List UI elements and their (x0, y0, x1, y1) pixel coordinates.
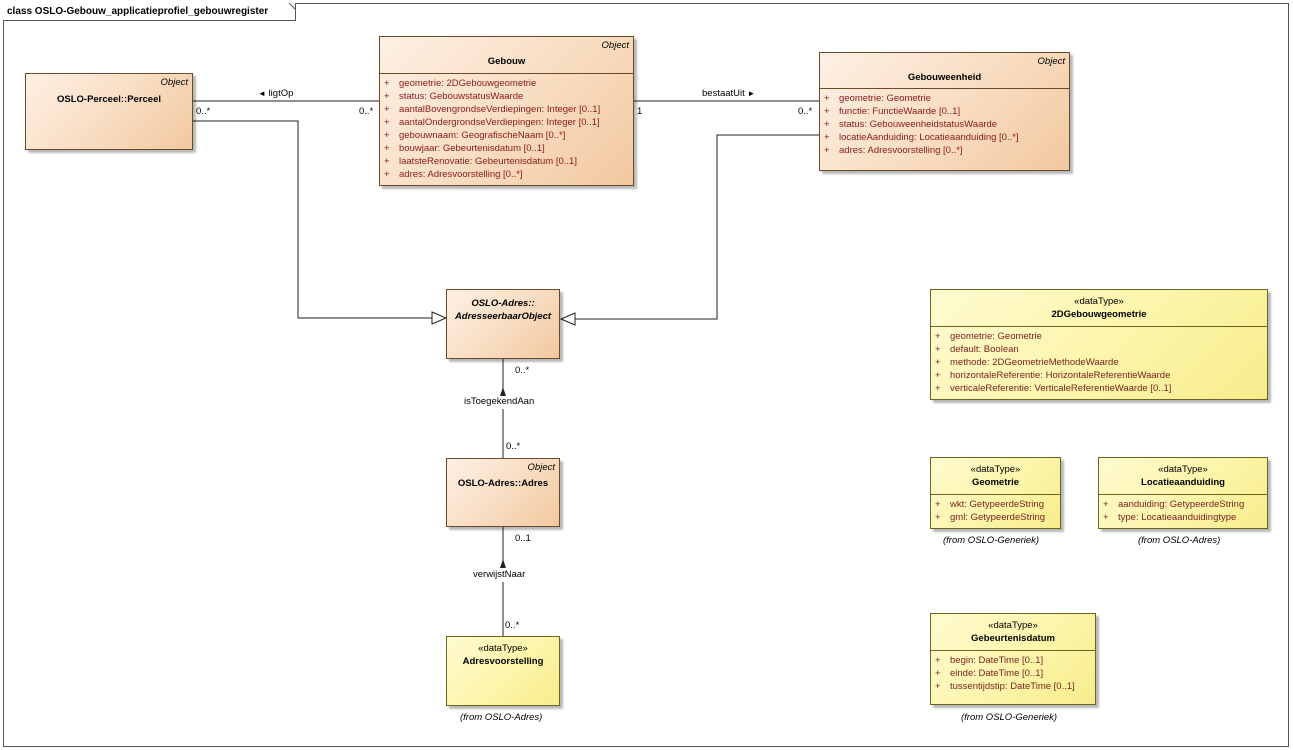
attribute-item[interactable]: +bouwjaar: Gebeurtenisdatum [0..1] (384, 143, 545, 154)
class-adres[interactable]: Object OSLO-Adres::Adres (446, 458, 560, 527)
multiplicity-label: 0..* (505, 620, 520, 631)
attribute-item[interactable]: +tussentijdstip: DateTime [0..1] (935, 681, 1075, 692)
attribute-item[interactable]: +aantalBovengrondseVerdiepingen: Integer… (384, 104, 601, 115)
multiplicity-label: 0..* (196, 106, 211, 117)
class-name-namespace: OSLO-Adres:: (471, 298, 535, 309)
attribute-item[interactable]: +verticaleReferentie: VerticaleReferenti… (935, 383, 1172, 394)
class-name: Geometrie (972, 477, 1019, 488)
stereotype-label: «dataType» (1158, 464, 1208, 475)
attribute-item[interactable]: +aantalOndergrondseVerdiepingen: Integer… (384, 117, 600, 128)
datatype-geometrie[interactable]: «dataType» Geometrie +wkt: GetypeerdeStr… (930, 457, 1061, 529)
istoegekendaan-direction-arrow (500, 387, 506, 396)
verwijstnaar-direction-arrow (500, 559, 506, 568)
multiplicity-label: 0..* (506, 441, 521, 452)
compartment-divider (1099, 494, 1267, 495)
compartment-divider (931, 494, 1060, 495)
class-keyword: Object (1037, 56, 1065, 67)
attribute-item[interactable]: +einde: DateTime [0..1] (935, 668, 1044, 679)
package-origin-label: (from OSLO-Generiek) (943, 535, 1040, 546)
compartment-divider (931, 650, 1095, 651)
attribute-item[interactable]: +adres: Adresvoorstelling [0..*] (824, 145, 963, 156)
stereotype-label: «dataType» (1074, 296, 1124, 307)
attribute-item[interactable]: +geometrie: Geometrie (824, 93, 931, 104)
stereotype-label: «dataType» (478, 643, 528, 654)
class-keyword: Object (527, 462, 555, 473)
package-origin-label: (from OSLO-Adres) (1138, 535, 1221, 546)
perceel-generalization-line[interactable] (193, 120, 446, 318)
multiplicity-label: 0..1 (515, 533, 531, 544)
attribute-list: +geometrie: 2DGebouwgeometrie +status: G… (380, 74, 633, 181)
attribute-item[interactable]: +gebouwnaam: GeografischeNaam [0..*] (384, 130, 566, 141)
class-name: Adresvoorstelling (462, 656, 544, 667)
stereotype-label: «dataType» (970, 464, 1021, 475)
class-keyword: Object (601, 40, 629, 51)
attribute-item[interactable]: +horizontaleReferentie: HorizontaleRefer… (935, 370, 1171, 381)
attribute-item[interactable]: +functie: FunctieWaarde [0..1] (824, 106, 961, 117)
compartment-divider (380, 73, 633, 74)
class-name: Locatieaanduiding (1141, 477, 1225, 488)
class-name: Gebeurtenisdatum (971, 633, 1055, 644)
attribute-item[interactable]: +begin: DateTime [0..1] (935, 655, 1044, 666)
attribute-list: +geometrie: Geometrie +default: Boolean … (931, 327, 1267, 395)
package-origin-label: (from OSLO-Generiek) (961, 712, 1058, 723)
attribute-item[interactable]: +gml: GetypeerdeString (935, 512, 1046, 523)
attribute-item[interactable]: +type: Locatieaanduidingtype (1103, 512, 1237, 523)
ligtop-label: ◄ ligtOp (258, 88, 293, 99)
stereotype-label: «dataType» (988, 620, 1038, 631)
package-origin-label: (from OSLO-Adres) (460, 712, 543, 723)
diagram-title-tab: class OSLO-Gebouw_applicatieprofiel_gebo… (3, 3, 296, 21)
attribute-list: +wkt: GetypeerdeString +gml: GetypeerdeS… (931, 495, 1060, 524)
class-name: OSLO-Perceel::Perceel (56, 94, 162, 105)
attribute-item[interactable]: +default: Boolean (935, 344, 1019, 355)
attribute-item[interactable]: +adres: Adresvoorstelling [0..*] (384, 169, 523, 180)
class-adresseerbaar-object[interactable]: OSLO-Adres:: AdresseerbaarObject (446, 289, 560, 359)
attribute-item[interactable]: +status: GebouwstatusWaarde (384, 91, 524, 102)
attribute-item[interactable]: +methode: 2DGeometrieMethodeWaarde (935, 357, 1119, 368)
multiplicity-label: 0..* (798, 106, 813, 117)
attribute-list: +begin: DateTime [0..1] +einde: DateTime… (931, 651, 1095, 693)
datatype-locatieaanduiding[interactable]: «dataType» Locatieaanduiding +aanduiding… (1098, 457, 1268, 529)
class-keyword: Object (160, 77, 188, 88)
attribute-list: +aanduiding: GetypeerdeString +type: Loc… (1099, 495, 1267, 524)
attribute-item[interactable]: +geometrie: 2DGebouwgeometrie (384, 78, 537, 89)
gebouweenheid-generalization-line[interactable] (561, 134, 819, 319)
class-perceel[interactable]: Object OSLO-Perceel::Perceel (25, 73, 193, 150)
diagram-frame (3, 3, 1289, 747)
attribute-item[interactable]: +locatieAanduiding: Locatieaanduiding [0… (824, 132, 1019, 143)
class-name: 2DGebouwgeometrie (1051, 309, 1147, 320)
class-gebouw[interactable]: Object Gebouw +geometrie: 2DGebouwgeomet… (379, 36, 634, 186)
datatype-gebeurtenisdatum[interactable]: «dataType» Gebeurtenisdatum +begin: Date… (930, 613, 1096, 705)
class-name: Gebouw (487, 56, 526, 67)
multiplicity-label: 1 (637, 106, 643, 117)
attribute-item[interactable]: +geometrie: Geometrie (935, 331, 1042, 342)
istoegekendaan-label: isToegekendAan (464, 396, 535, 407)
diagram-title: class OSLO-Gebouw_applicatieprofiel_gebo… (7, 6, 269, 17)
direction-arrow-icon: ► (747, 89, 756, 98)
datatype-adresvoorstelling[interactable]: «dataType» Adresvoorstelling (446, 636, 560, 706)
bestaatuit-label: bestaatUit ► (702, 88, 755, 99)
attribute-item[interactable]: +aanduiding: GetypeerdeString (1103, 499, 1245, 510)
attribute-item[interactable]: +laatsteRenovatie: Gebeurtenisdatum [0..… (384, 156, 577, 167)
multiplicity-label: 0..* (359, 106, 374, 117)
association-name: bestaatUit (702, 88, 745, 99)
compartment-divider (931, 326, 1267, 327)
verwijstnaar-label: verwijstNaar (473, 569, 526, 580)
compartment-divider (820, 88, 1069, 89)
class-name: AdresseerbaarObject (454, 311, 552, 322)
multiplicity-label: 0..* (515, 365, 530, 376)
attribute-item[interactable]: +status: GebouweenheidstatusWaarde (824, 119, 998, 130)
class-gebouweenheid[interactable]: Object Gebouweenheid +geometrie: Geometr… (819, 52, 1070, 171)
attribute-list: +geometrie: Geometrie +functie: FunctieW… (820, 89, 1069, 157)
datatype-2dgebouwgeometrie[interactable]: «dataType» 2DGebouwgeometrie +geometrie:… (930, 289, 1268, 400)
association-name: ligtOp (268, 88, 294, 99)
tab-corner-line (288, 2, 296, 10)
class-name: Gebouweenheid (907, 72, 982, 83)
attribute-item[interactable]: +wkt: GetypeerdeString (935, 499, 1044, 510)
direction-arrow-icon: ◄ (258, 89, 266, 98)
class-name: OSLO-Adres::Adres (457, 478, 549, 489)
